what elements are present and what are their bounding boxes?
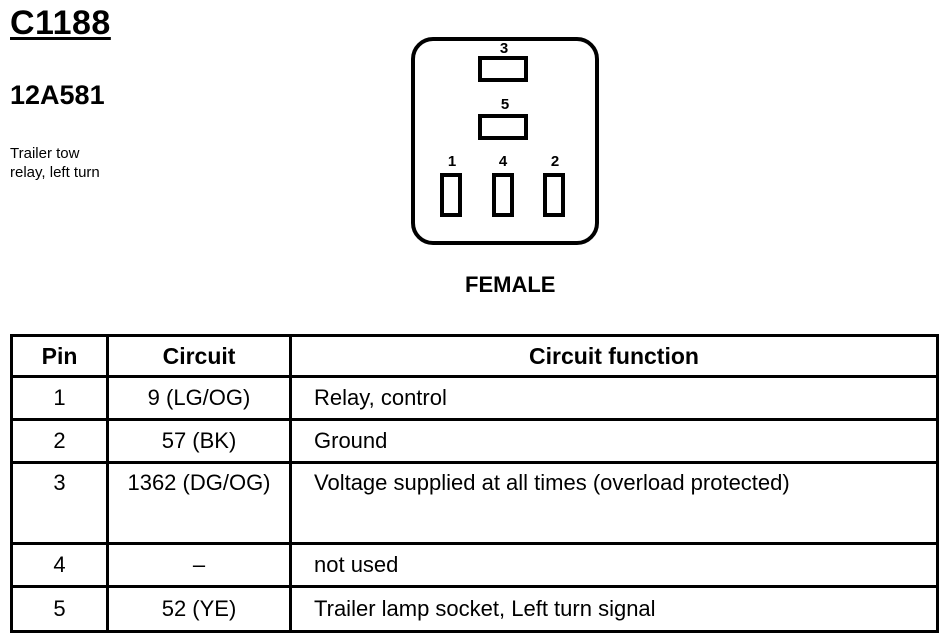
cell-function: Relay, control xyxy=(289,375,939,421)
part-number: 12A581 xyxy=(10,80,105,110)
cell-circuit: 57 (BK) xyxy=(106,418,292,464)
table-row: 4 – not used xyxy=(10,542,939,588)
description-line-1: Trailer tow xyxy=(10,145,80,162)
cell-pin: 3 xyxy=(10,461,109,545)
header-circuit-function: Circuit function xyxy=(289,334,939,378)
pin-label-4: 4 xyxy=(499,153,508,170)
connector-gender-label: FEMALE xyxy=(465,272,556,297)
connector-id: C1188 xyxy=(10,4,111,42)
cell-pin: 4 xyxy=(10,542,109,588)
table-row: 5 52 (YE) Trailer lamp socket, Left turn… xyxy=(10,585,939,633)
pin-slot-3 xyxy=(478,56,528,82)
cell-function: not used xyxy=(289,542,939,588)
pin-label-2: 2 xyxy=(551,153,559,170)
cell-pin: 2 xyxy=(10,418,109,464)
pin-label-3: 3 xyxy=(500,40,508,57)
cell-circuit: 52 (YE) xyxy=(106,585,292,633)
cell-pin: 1 xyxy=(10,375,109,421)
pin-label-5: 5 xyxy=(501,96,509,113)
description-line-2: relay, left turn xyxy=(10,164,100,181)
pin-label-1: 1 xyxy=(448,153,456,170)
pinout-table: Pin Circuit Circuit function 1 9 (LG/OG)… xyxy=(10,334,939,633)
header-pin: Pin xyxy=(10,334,109,378)
pin-slot-4 xyxy=(492,173,514,217)
pin-slot-2 xyxy=(543,173,565,217)
table-row: 1 9 (LG/OG) Relay, control xyxy=(10,375,939,421)
connector-face-diagram: 3 5 1 4 2 xyxy=(411,37,599,245)
cell-function: Voltage supplied at all times (overload … xyxy=(289,461,939,545)
pin-slot-5 xyxy=(478,114,528,140)
cell-function: Ground xyxy=(289,418,939,464)
header-circuit: Circuit xyxy=(106,334,292,378)
pin-slot-1 xyxy=(440,173,462,217)
cell-circuit: 9 (LG/OG) xyxy=(106,375,292,421)
cell-circuit: 1362 (DG/OG) xyxy=(106,461,292,545)
cell-circuit: – xyxy=(106,542,292,588)
connector-description: Trailer tow relay, left turn xyxy=(10,144,140,182)
table-row: 2 57 (BK) Ground xyxy=(10,418,939,464)
table-header-row: Pin Circuit Circuit function xyxy=(10,334,939,378)
cell-pin: 5 xyxy=(10,585,109,633)
cell-function: Trailer lamp socket, Left turn signal xyxy=(289,585,939,633)
table-row: 3 1362 (DG/OG) Voltage supplied at all t… xyxy=(10,461,939,545)
